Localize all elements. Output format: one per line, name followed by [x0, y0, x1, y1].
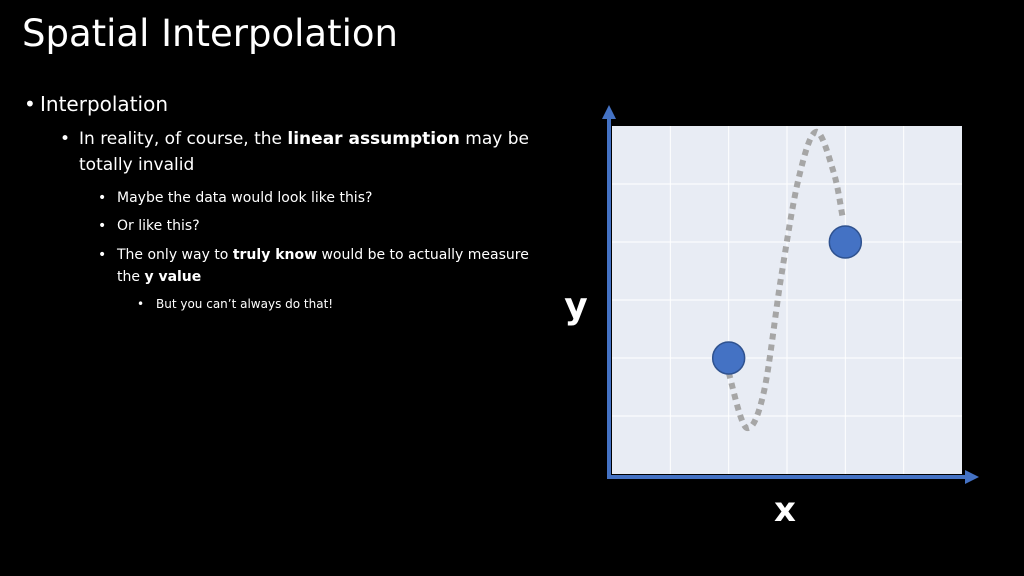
bullet-linear-assumption: • In reality, of course, the linear assu… [60, 126, 530, 178]
data-point-2 [828, 225, 863, 259]
data-points [711, 225, 863, 375]
bullet-text: In reality, of course, the linear assump… [79, 126, 530, 178]
bullet-maybe-data: • Maybe the data would look like this? [98, 187, 538, 209]
y-axis-label: y [564, 286, 587, 327]
bullet-text-middle: would be to actually measure the [117, 247, 529, 285]
bullet-interpolation: • Interpolation [24, 90, 168, 118]
bullet-text: Maybe the data would look like this? [117, 190, 373, 206]
bullet-dot: • [24, 92, 36, 116]
grid-lines [612, 126, 962, 474]
bullet-truly-know: • The only way to truly know would be to… [98, 244, 538, 288]
x-axis-label: x [774, 490, 796, 530]
bullet-dot: • [137, 297, 145, 311]
bullet-text-bold-y-value: y value [144, 269, 202, 285]
bullet-or-like-this: • Or like this? [98, 215, 538, 237]
bullet-cant-always: • But you can’t always do that! [137, 294, 333, 314]
bullet-dot: • [98, 247, 107, 263]
bullet-text-suffix: may be totally invalid [79, 129, 530, 175]
bullet-dot: • [98, 190, 107, 206]
bullet-text: But you can’t always do that! [156, 297, 334, 311]
bullet-text-bold: linear assumption [287, 129, 460, 149]
bullet-text: Or like this? [117, 218, 200, 234]
bullet-text-prefix: The only way to [117, 247, 233, 263]
bullet-text: Interpolation [40, 92, 168, 116]
interpolation-curve [725, 128, 846, 432]
bullet-dot: • [60, 129, 71, 149]
bullet-text-prefix: In reality, of course, the [79, 129, 288, 149]
bullet-dot: • [98, 218, 107, 234]
data-point-1 [711, 341, 746, 375]
bullet-text-bold: truly know [232, 247, 318, 263]
slide-title: Spatial Interpolation [22, 12, 398, 55]
bullet-text: The only way to truly know would be to a… [117, 244, 538, 288]
